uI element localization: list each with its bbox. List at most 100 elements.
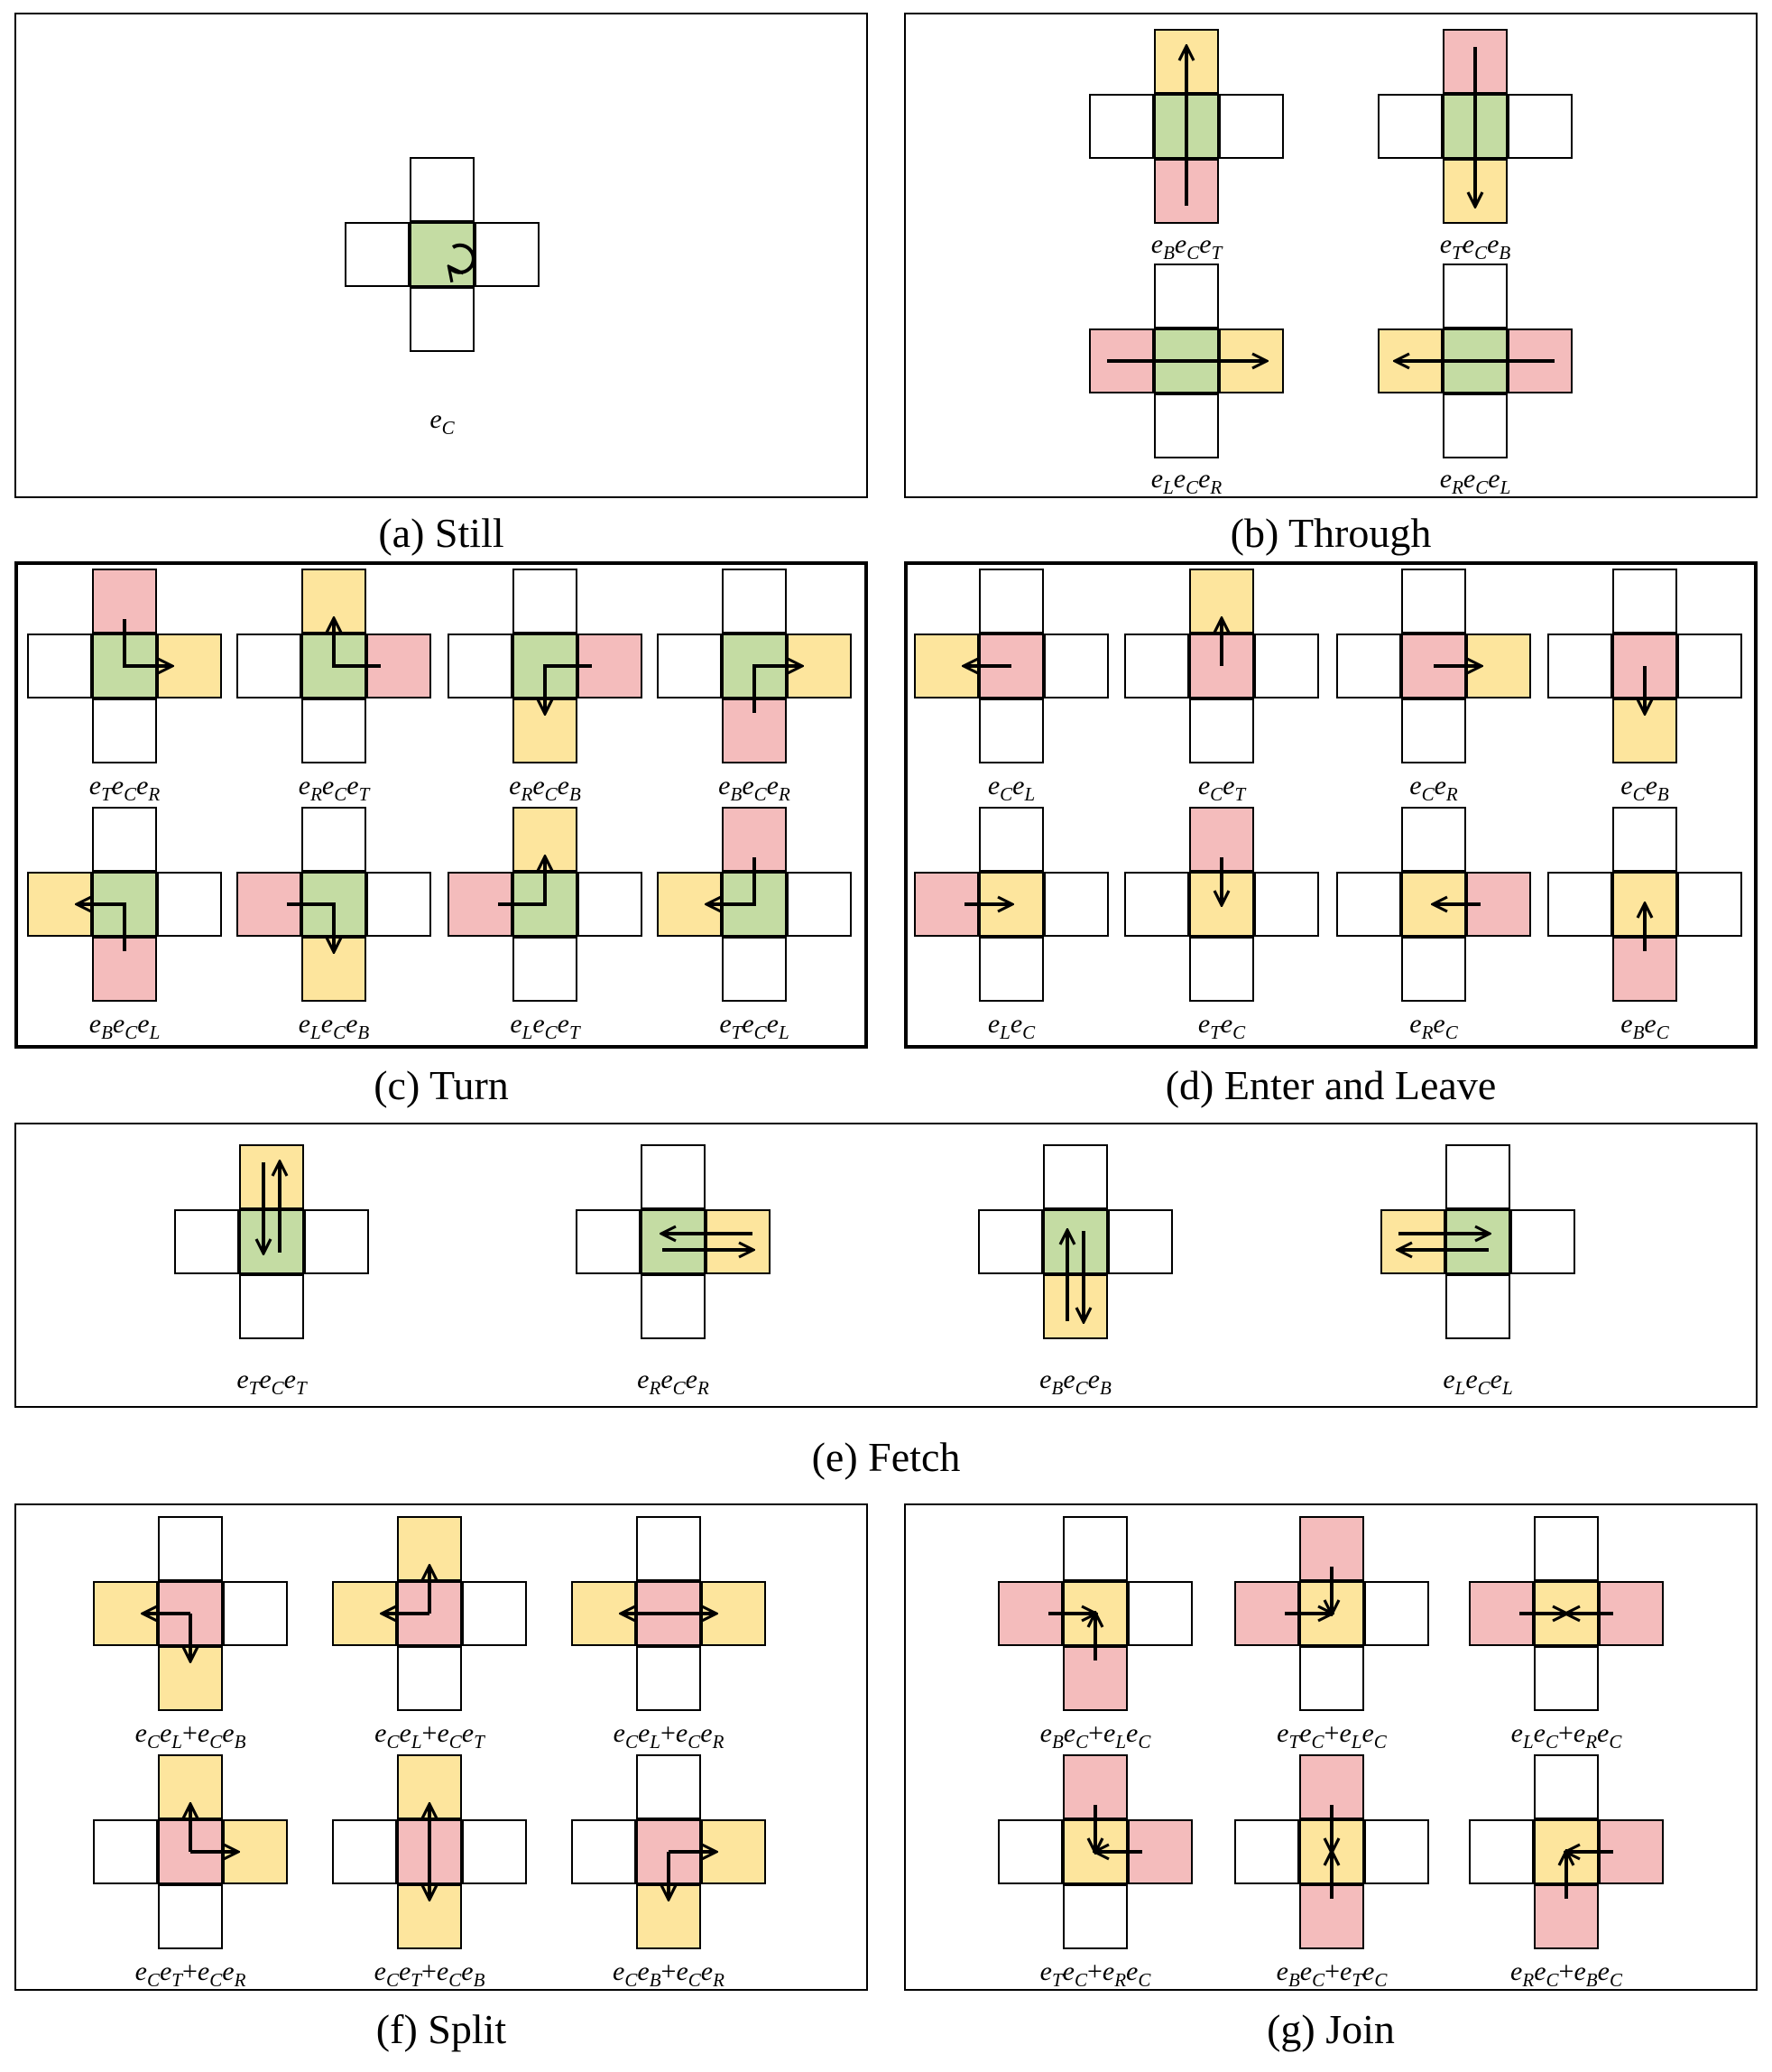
- split-1-cell-bottom: [397, 1646, 462, 1711]
- join-cross-2: [1469, 1516, 1664, 1711]
- through-label-3: eReCeL: [1439, 464, 1511, 498]
- turn-cross-5: [236, 807, 431, 1002]
- enter-leave-cross-1: [1124, 569, 1319, 763]
- through-1-cell-left: [1378, 94, 1443, 159]
- turn-cross-2: [448, 569, 642, 763]
- join-3-cell-bottom: [1063, 1884, 1128, 1949]
- enter-leave-1-cell-bottom: [1189, 698, 1254, 763]
- join-label-1: eTeC+eLeC: [1277, 1718, 1387, 1753]
- enter-leave-cross-7: [1547, 807, 1742, 1002]
- turn-cross-3: [657, 569, 852, 763]
- turn-2-cell-left: [448, 634, 512, 698]
- turn-2-arrow-0: [545, 664, 592, 713]
- enter-leave-7-cell-left: [1547, 872, 1612, 937]
- split-label-5: eCeB+eCeR: [613, 1956, 724, 1991]
- join-label-0: eBeC+eLeC: [1039, 1718, 1151, 1753]
- split-2-cell-bottom: [636, 1646, 701, 1711]
- through-cross-1: [1378, 29, 1573, 224]
- enter-leave-5-cell-bottom: [1189, 937, 1254, 1002]
- enter-leave-7-cell-right: [1677, 872, 1742, 937]
- through-cross-0: [1089, 29, 1284, 224]
- fetch-2-cell-right: [1108, 1209, 1173, 1274]
- enter-leave-cross-4: [914, 807, 1109, 1002]
- turn-3-cell-left: [657, 634, 722, 698]
- turn-label-7: eTeCeL: [719, 1009, 789, 1043]
- split-label-3: eCeT+eCeR: [134, 1956, 246, 1991]
- join-2-cell-top: [1534, 1516, 1599, 1581]
- join-label-4: eBeC+eTeC: [1276, 1956, 1388, 1991]
- turn-7-cell-top: [722, 807, 787, 872]
- turn-5-cell-right: [366, 872, 431, 937]
- enter-leave-5-cell-right: [1254, 872, 1319, 937]
- turn-cross-4: [27, 807, 222, 1002]
- enter-leave-2-cell-left: [1336, 634, 1401, 698]
- still-0-cell-left: [345, 222, 410, 287]
- turn-0-cell-left: [27, 634, 92, 698]
- turn-6-arrow-0: [498, 857, 545, 906]
- turn-1-cell-bottom: [301, 698, 366, 763]
- fetch-label-2: eBeCeB: [1039, 1364, 1112, 1399]
- enter-leave-label-2: eCeR: [1409, 771, 1458, 805]
- turn-6-cell-bottom: [512, 937, 577, 1002]
- split-cross-0: [93, 1516, 288, 1711]
- enter-leave-cross-5: [1124, 807, 1319, 1002]
- fetch-2-cell-top: [1043, 1144, 1108, 1209]
- caption-still: (a) Still: [378, 510, 504, 556]
- through-label-2: eLeCeR: [1150, 464, 1223, 498]
- through-3-cell-top: [1443, 264, 1508, 328]
- enter-leave-6-cell-top: [1401, 807, 1466, 872]
- split-2-cell-top: [636, 1516, 701, 1581]
- fetch-3-cell-bottom: [1445, 1274, 1510, 1339]
- through-label-1: eTeCeB: [1439, 229, 1511, 264]
- fetch-0-cell-bottom: [239, 1274, 304, 1339]
- enter-leave-label-7: eBeC: [1620, 1009, 1669, 1043]
- fetch-0-cell-right: [304, 1209, 369, 1274]
- enter-leave-4-cell-top: [979, 807, 1044, 872]
- fetch-cross-2: [978, 1144, 1173, 1339]
- through-2-cell-top: [1154, 264, 1219, 328]
- turn-label-1: eReCeT: [298, 771, 370, 805]
- join-0-cell-top: [1063, 1516, 1128, 1581]
- still-0-cell-top: [410, 157, 475, 222]
- turn-label-5: eLeCeB: [298, 1009, 370, 1043]
- fetch-0-cell-center: [239, 1209, 304, 1274]
- turn-3-cell-top: [722, 569, 787, 634]
- through-0-cell-left: [1089, 94, 1154, 159]
- enter-leave-label-4: eLeC: [987, 1009, 1036, 1043]
- enter-leave-1-cell-right: [1254, 634, 1319, 698]
- turn-0-arrow-0: [123, 619, 171, 666]
- caption-split: (f) Split: [375, 2006, 507, 2052]
- fetch-1-cell-center: [641, 1209, 706, 1274]
- split-cross-5: [571, 1754, 766, 1949]
- still-0-cell-center: [410, 222, 475, 287]
- still-label-0: eC: [429, 404, 455, 439]
- enter-leave-0-cell-top: [979, 569, 1044, 634]
- through-2-cell-bottom: [1154, 393, 1219, 458]
- enter-leave-label-6: eReC: [1409, 1009, 1458, 1043]
- enter-leave-5-cell-left: [1124, 872, 1189, 937]
- turn-2-cell-top: [512, 569, 577, 634]
- join-label-3: eTeC+eReC: [1039, 1956, 1151, 1991]
- split-5-cell-bottom: [636, 1884, 701, 1949]
- enter-leave-cross-3: [1547, 569, 1742, 763]
- enter-leave-0-cell-right: [1044, 634, 1109, 698]
- split-cross-4: [332, 1754, 527, 1949]
- through-3-cell-bottom: [1443, 393, 1508, 458]
- turn-4-cell-top: [92, 807, 157, 872]
- turn-1-cell-left: [236, 634, 301, 698]
- turn-5-arrow-0: [287, 902, 334, 951]
- fetch-1-cell-right: [706, 1209, 771, 1274]
- join-cross-0: [998, 1516, 1193, 1711]
- turn-label-4: eBeCeL: [88, 1009, 161, 1043]
- enter-leave-4-cell-bottom: [979, 937, 1044, 1002]
- split-label-4: eCeT+eCeB: [374, 1956, 485, 1991]
- enter-leave-cross-2: [1336, 569, 1531, 763]
- join-4-cell-left: [1234, 1819, 1299, 1884]
- enter-leave-1-cell-left: [1124, 634, 1189, 698]
- turn-5-cell-top: [301, 807, 366, 872]
- join-2-cell-bottom: [1534, 1646, 1599, 1711]
- join-5-cell-left: [1469, 1819, 1534, 1884]
- join-4-cell-right: [1364, 1819, 1429, 1884]
- fetch-0-cell-top: [239, 1144, 304, 1209]
- turn-1-arrow-0: [334, 619, 381, 668]
